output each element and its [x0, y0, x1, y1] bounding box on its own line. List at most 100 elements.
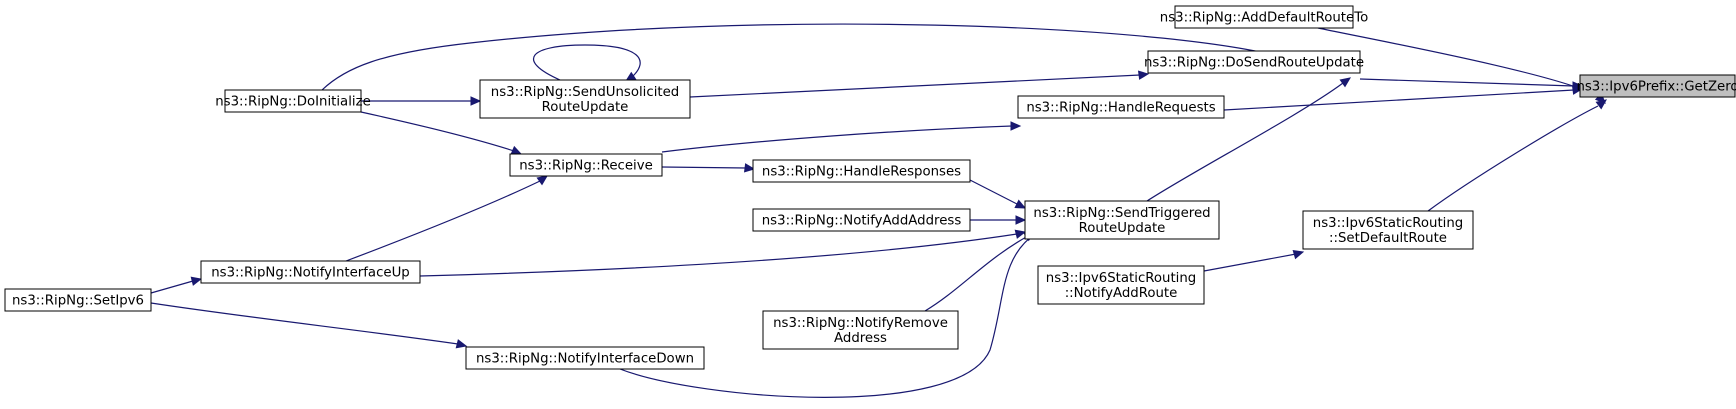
- edge-line: [619, 233, 1036, 398]
- node-ripng-notifyinterfacedown[interactable]: ns3::RipNg::NotifyInterfaceDown: [465, 346, 705, 370]
- node-label: ns3::RipNg::DoInitialize: [215, 95, 371, 110]
- node-ripng-receive[interactable]: ns3::RipNg::Receive: [509, 153, 663, 177]
- node-box: [1024, 200, 1220, 240]
- node-label: RouteUpdate: [542, 100, 629, 115]
- edge-line: [360, 111, 515, 152]
- node-label: ns3::RipNg::NotifyAddAddress: [762, 214, 962, 229]
- node-box: [752, 159, 971, 183]
- edge-handleresp-to-sendtrig: [969, 179, 1027, 209]
- edge-line: [689, 74, 1141, 98]
- node-ipv6staticrouting-notifyaddroute[interactable]: ns3::Ipv6StaticRouting::NotifyAddRoute: [1037, 265, 1205, 305]
- edge-arrowhead: [1137, 70, 1150, 80]
- node-ripng-adddefaultrouteto[interactable]: ns3::RipNg::AddDefaultRouteTo: [1160, 5, 1368, 29]
- edge-arrowhead: [1015, 215, 1027, 225]
- node-ripng-notifyinterfaceup[interactable]: ns3::RipNg::NotifyInterfaceUp: [200, 260, 421, 284]
- edge-line: [1359, 78, 1575, 87]
- edge-line: [924, 235, 1029, 312]
- node-label: ns3::RipNg::AddDefaultRouteTo: [1160, 11, 1368, 26]
- edge-line: [345, 180, 541, 262]
- node-label: RouteUpdate: [1079, 221, 1166, 236]
- edge-line: [321, 23, 1279, 91]
- edge-arrowhead: [1014, 199, 1027, 209]
- node-label: ns3::RipNg::Receive: [519, 159, 653, 174]
- node-box: [1037, 265, 1205, 305]
- edge-line: [1223, 89, 1575, 111]
- node-ipv6prefix-getzero[interactable]: ns3::Ipv6Prefix::GetZero: [1576, 74, 1736, 98]
- edge-arrowhead: [1339, 77, 1352, 88]
- edge-line: [532, 44, 641, 81]
- node-label: ns3::RipNg::HandleRequests: [1026, 101, 1215, 116]
- edge-doinit-to-sendunsol: [361, 96, 482, 106]
- edge-line: [661, 166, 747, 169]
- edge-arrowhead: [455, 339, 468, 349]
- node-label: ns3::RipNg::SendUnsolicited: [491, 85, 679, 100]
- edge-receive-to-handlereq: [661, 121, 1022, 153]
- node-label: ns3::RipNg::HandleResponses: [762, 165, 961, 180]
- edge-line: [661, 125, 1013, 153]
- node-label: Address: [834, 331, 887, 346]
- edge-sendtrig-to-dosend: [1146, 77, 1352, 202]
- node-box: [1174, 5, 1354, 29]
- edge-dosend-to-getzero: [1359, 78, 1584, 91]
- node-ripng-dosendrouteupdate[interactable]: ns3::RipNg::DoSendRouteUpdate: [1144, 50, 1364, 74]
- node-box: [479, 79, 691, 119]
- node-box: [465, 346, 705, 370]
- node-label: ::SetDefaultRoute: [1329, 231, 1447, 246]
- node-label: ns3::RipNg::SendTriggered: [1033, 206, 1210, 221]
- node-ripng-doinitialize[interactable]: ns3::RipNg::DoInitialize: [215, 89, 371, 113]
- edge-receive-to-handleresp: [661, 163, 756, 173]
- node-box: [1579, 74, 1736, 98]
- edge-notifyup-to-sendtrig: [419, 229, 1027, 277]
- node-ipv6staticrouting-setdefaultroute[interactable]: ns3::Ipv6StaticRouting::SetDefaultRoute: [1302, 210, 1474, 250]
- edge-line: [1146, 82, 1344, 202]
- edge-sendunsol-to-dosend: [689, 70, 1150, 98]
- edge-handlereq-to-getzero: [1223, 85, 1584, 111]
- node-box: [762, 310, 959, 350]
- edge-notifyup-to-receive: [345, 175, 549, 262]
- edge-sendunsol-to-sendunsol: [532, 44, 641, 82]
- node-label: ns3::RipNg::NotifyInterfaceUp: [211, 266, 410, 281]
- edge-line: [1203, 253, 1297, 272]
- edge-line: [1427, 105, 1599, 212]
- edge-arrowhead: [743, 163, 756, 173]
- node-ripng-notifyaddaddress[interactable]: ns3::RipNg::NotifyAddAddress: [752, 208, 971, 232]
- node-label: ns3::RipNg::NotifyRemove: [773, 316, 948, 331]
- edge-arrowhead: [190, 276, 203, 286]
- node-box: [1147, 50, 1361, 74]
- edge-arrowhead: [536, 175, 549, 186]
- edge-doinit-to-dosend: [321, 23, 1287, 91]
- node-label: ns3::Ipv6Prefix::GetZero: [1576, 80, 1736, 95]
- node-ripng-handlerequests[interactable]: ns3::RipNg::HandleRequests: [1017, 95, 1225, 119]
- node-ripng-handleresponses[interactable]: ns3::RipNg::HandleResponses: [752, 159, 971, 183]
- node-box: [752, 208, 971, 232]
- node-label: ns3::RipNg::DoSendRouteUpdate: [1144, 56, 1364, 71]
- edge-setdefault-to-getzero: [1427, 99, 1607, 212]
- edge-notifyaddroute-to-setdefault: [1203, 250, 1305, 272]
- edge-line: [419, 233, 1018, 277]
- edge-arrowhead: [510, 145, 523, 155]
- edge-line: [150, 280, 194, 294]
- edge-notifyaddaddr-to-sendtrig: [970, 215, 1027, 225]
- node-box: [4, 288, 152, 312]
- node-label: ns3::Ipv6StaticRouting: [1046, 271, 1196, 286]
- edge-arrowhead: [1010, 121, 1022, 131]
- edge-line: [969, 179, 1018, 205]
- node-label: ns3::Ipv6StaticRouting: [1313, 216, 1463, 231]
- edge-setipv6-to-notifydown: [150, 302, 468, 349]
- node-box: [509, 153, 663, 177]
- edge-arrowhead: [1595, 99, 1607, 110]
- edge-setipv6-to-notifyup: [150, 276, 203, 294]
- node-box: [1017, 95, 1225, 119]
- edge-arrowhead: [1292, 250, 1305, 260]
- node-ripng-setipv6[interactable]: ns3::RipNg::SetIpv6: [4, 288, 152, 312]
- nodes-layer: ns3::Ipv6Prefix::GetZero ns3::RipNg::AddD…: [4, 5, 1736, 370]
- node-box: [1302, 210, 1474, 250]
- node-box: [200, 260, 421, 284]
- edge-arrowhead: [1014, 229, 1027, 239]
- node-label: ns3::RipNg::SetIpv6: [12, 294, 144, 309]
- node-label: ns3::RipNg::NotifyInterfaceDown: [476, 352, 694, 367]
